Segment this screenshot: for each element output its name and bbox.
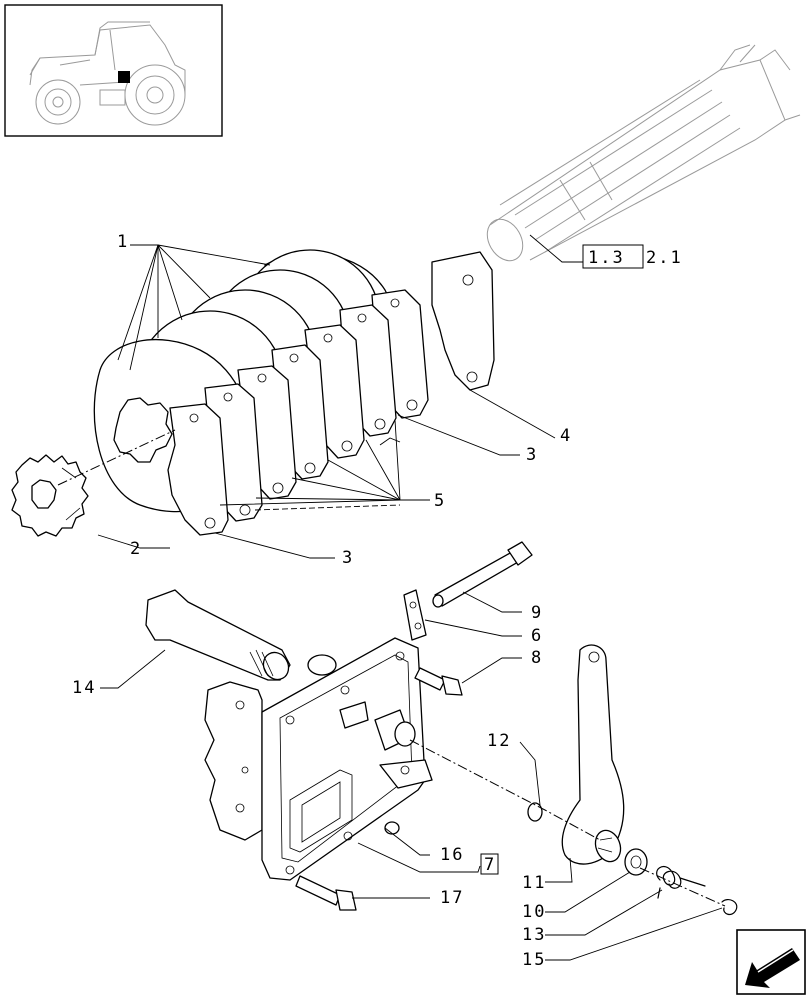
label-part-1: 1 [117, 232, 129, 252]
label-part-5: 5 [434, 491, 446, 511]
gasket [403, 589, 427, 641]
label-part-15: 15 [522, 950, 546, 970]
washer [624, 848, 648, 876]
shaft-reference-tail: 2.1 [646, 248, 683, 268]
label-part-4: 4 [560, 426, 572, 446]
label-part-3-back: 3 [526, 445, 538, 465]
lever-arm [561, 644, 625, 865]
spur-gear [11, 454, 89, 537]
label-part-12: 12 [487, 731, 511, 751]
leader-lines [97, 234, 723, 961]
label-part-11: 11 [522, 873, 546, 893]
label-part-9: 9 [531, 603, 543, 623]
plate-reference: 7 [484, 855, 496, 875]
label-part-10: 10 [522, 902, 546, 922]
part-labels: 1 2 3 3 4 5 9 6 8 14 12 16 17 11 10 13 1… [72, 232, 683, 970]
splined-shaft [486, 44, 801, 262]
thumbnail-location-marker [118, 71, 130, 83]
shaft-reference-box [582, 244, 644, 269]
torsion-spring [656, 866, 706, 899]
shaft-reference-boxed: 1.3 [588, 248, 625, 268]
snap-ring [527, 802, 543, 822]
plate-reference-box [480, 853, 499, 875]
control-housing [204, 637, 433, 881]
label-part-13: 13 [522, 925, 546, 945]
plug [384, 821, 400, 835]
label-part-17: 17 [440, 888, 464, 908]
label-part-16: 16 [440, 845, 464, 865]
label-part-3-front: 3 [342, 548, 354, 568]
operating-shaft [145, 589, 291, 681]
tractor-thumbnail-icon [4, 4, 223, 137]
steel-plates [167, 251, 495, 536]
label-part-14: 14 [72, 678, 96, 698]
bolt-17 [295, 875, 357, 911]
long-bolt [432, 541, 533, 608]
label-part-6: 6 [531, 626, 543, 646]
retaining-clip [721, 898, 738, 916]
label-part-2: 2 [130, 539, 142, 559]
previous-page-arrow-icon[interactable] [736, 929, 806, 995]
label-part-8: 8 [531, 648, 543, 668]
short-bolt [414, 667, 463, 696]
